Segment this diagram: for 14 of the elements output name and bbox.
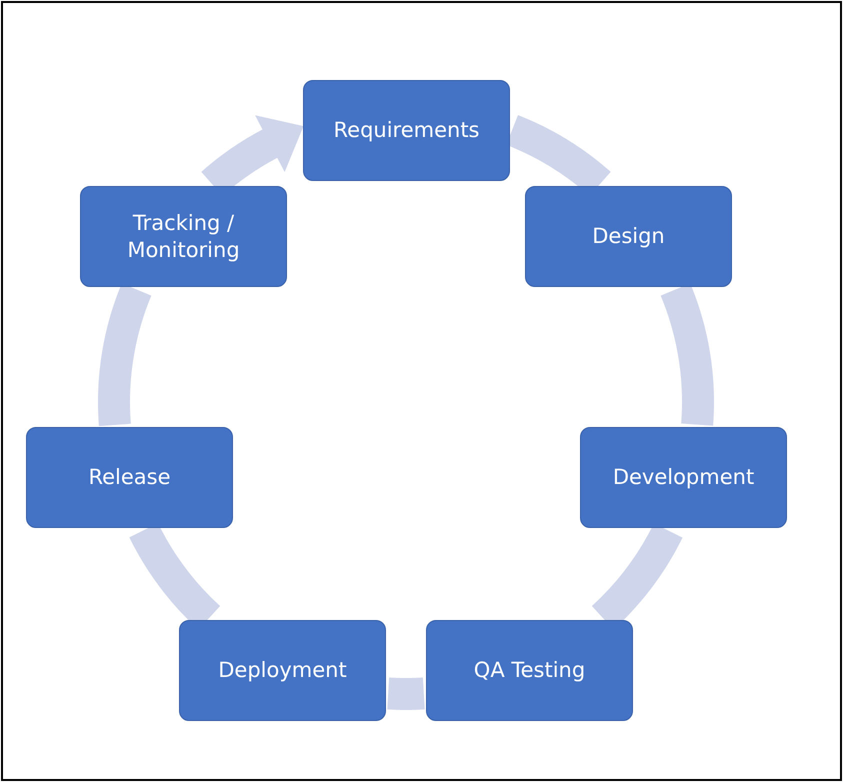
process-box bbox=[26, 427, 233, 528]
step-label: Development bbox=[612, 464, 754, 491]
step-label: Deployment bbox=[218, 657, 347, 684]
process-box bbox=[525, 186, 732, 287]
step-label: Design bbox=[592, 223, 665, 250]
process-box bbox=[426, 620, 633, 721]
process-box bbox=[179, 620, 386, 721]
process-box bbox=[80, 186, 287, 287]
step-label: Tracking / Monitoring bbox=[126, 210, 241, 263]
step-label: Release bbox=[88, 464, 171, 491]
step-label: QA Testing bbox=[474, 657, 586, 684]
process-box bbox=[303, 80, 510, 181]
process-box bbox=[580, 427, 787, 528]
step-label: Requirements bbox=[334, 117, 480, 144]
